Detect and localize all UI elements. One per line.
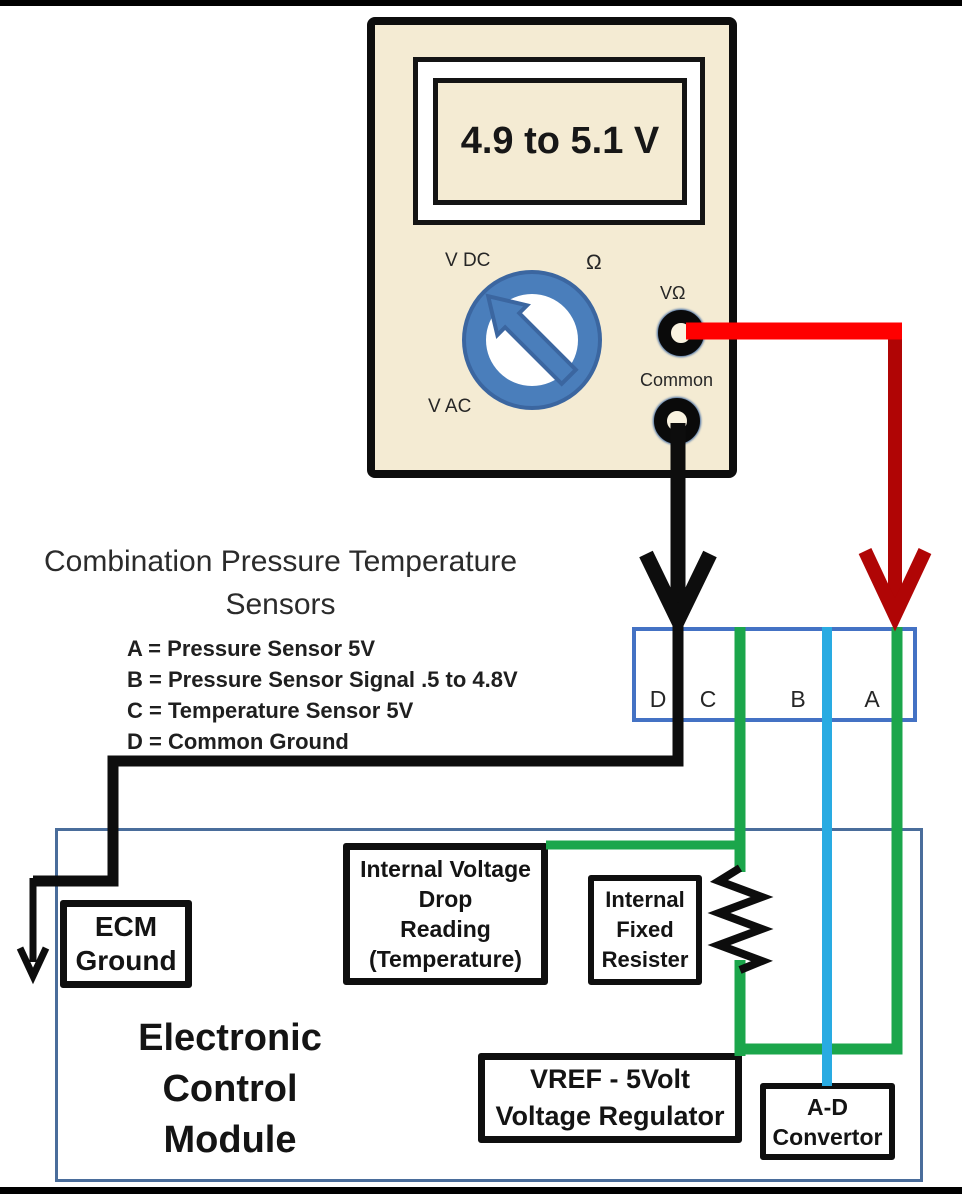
- ecm-ground-line2: Ground: [75, 945, 177, 976]
- vref-line2: Voltage Regulator: [495, 1101, 725, 1131]
- internal-fixed-resistor-box: Internal Fixed Resister: [588, 875, 702, 985]
- sensor-title-line2: Sensors: [225, 588, 336, 621]
- bottom-border-bar: [0, 1187, 962, 1194]
- legend-item-c: C = Temperature Sensor 5V: [127, 698, 414, 723]
- internal-voltage-drop-box: Internal Voltage Drop Reading (Temperatu…: [343, 843, 548, 985]
- connector-pin-a: A: [864, 686, 880, 712]
- ivd-line2: Drop: [418, 886, 473, 912]
- connector-pin-c: C: [699, 686, 717, 712]
- vohm-jack: [658, 310, 704, 356]
- ecm-title: Electronic Control Module: [110, 1013, 350, 1166]
- ad-line2: Convertor: [772, 1123, 883, 1150]
- dial-label-vdc: V DC: [445, 250, 491, 271]
- sensor-title: Combination Pressure Temperature Sensors: [18, 540, 543, 626]
- pin-legend: A = Pressure Sensor 5V B = Pressure Sens…: [127, 633, 518, 757]
- legend-item-b: B = Pressure Sensor Signal .5 to 4.8V: [127, 667, 518, 692]
- top-border-bar: [0, 0, 962, 6]
- ifr-line3: Resister: [601, 947, 689, 972]
- dial-label-ohm: Ω: [586, 251, 602, 274]
- ifr-line1: Internal: [605, 887, 685, 912]
- ivd-line1: Internal Voltage: [360, 856, 531, 882]
- multimeter-display-reading: 4.9 to 5.1 V: [433, 78, 687, 205]
- ecm-title-line3: Module: [163, 1119, 297, 1161]
- jack-label-common: Common: [640, 370, 714, 390]
- ecm-title-line2: Control: [162, 1068, 298, 1110]
- legend-item-a: A = Pressure Sensor 5V: [127, 636, 376, 661]
- ifr-line2: Fixed: [616, 917, 674, 942]
- ivd-line4: (Temperature): [369, 946, 522, 972]
- common-jack: [654, 398, 700, 444]
- ground-arrowhead-icon: [16, 946, 50, 985]
- vref-regulator-box: VREF - 5Volt Voltage Regulator: [478, 1053, 742, 1143]
- ad-convertor-box: A-D Convertor: [760, 1083, 895, 1160]
- black-lead-arrowhead-icon: [639, 550, 717, 638]
- ecm-title-line1: Electronic: [138, 1017, 322, 1059]
- ivd-line3: Reading: [400, 916, 491, 942]
- dial-label-vac: V AC: [428, 396, 472, 417]
- legend-item-d: D = Common Ground: [127, 729, 349, 754]
- red-lead-arrowhead-icon: [858, 548, 932, 632]
- ecm-ground-box: ECM Ground: [60, 900, 192, 988]
- jack-label-vohm: VΩ: [660, 283, 686, 303]
- ecm-ground-line1: ECM: [94, 911, 158, 942]
- connector-pin-d: D: [649, 686, 667, 712]
- sensor-title-line1: Combination Pressure Temperature: [43, 545, 517, 578]
- ad-line1: A-D: [807, 1093, 848, 1120]
- vref-line1: VREF - 5Volt: [529, 1064, 690, 1094]
- connector-pin-b: B: [790, 686, 806, 712]
